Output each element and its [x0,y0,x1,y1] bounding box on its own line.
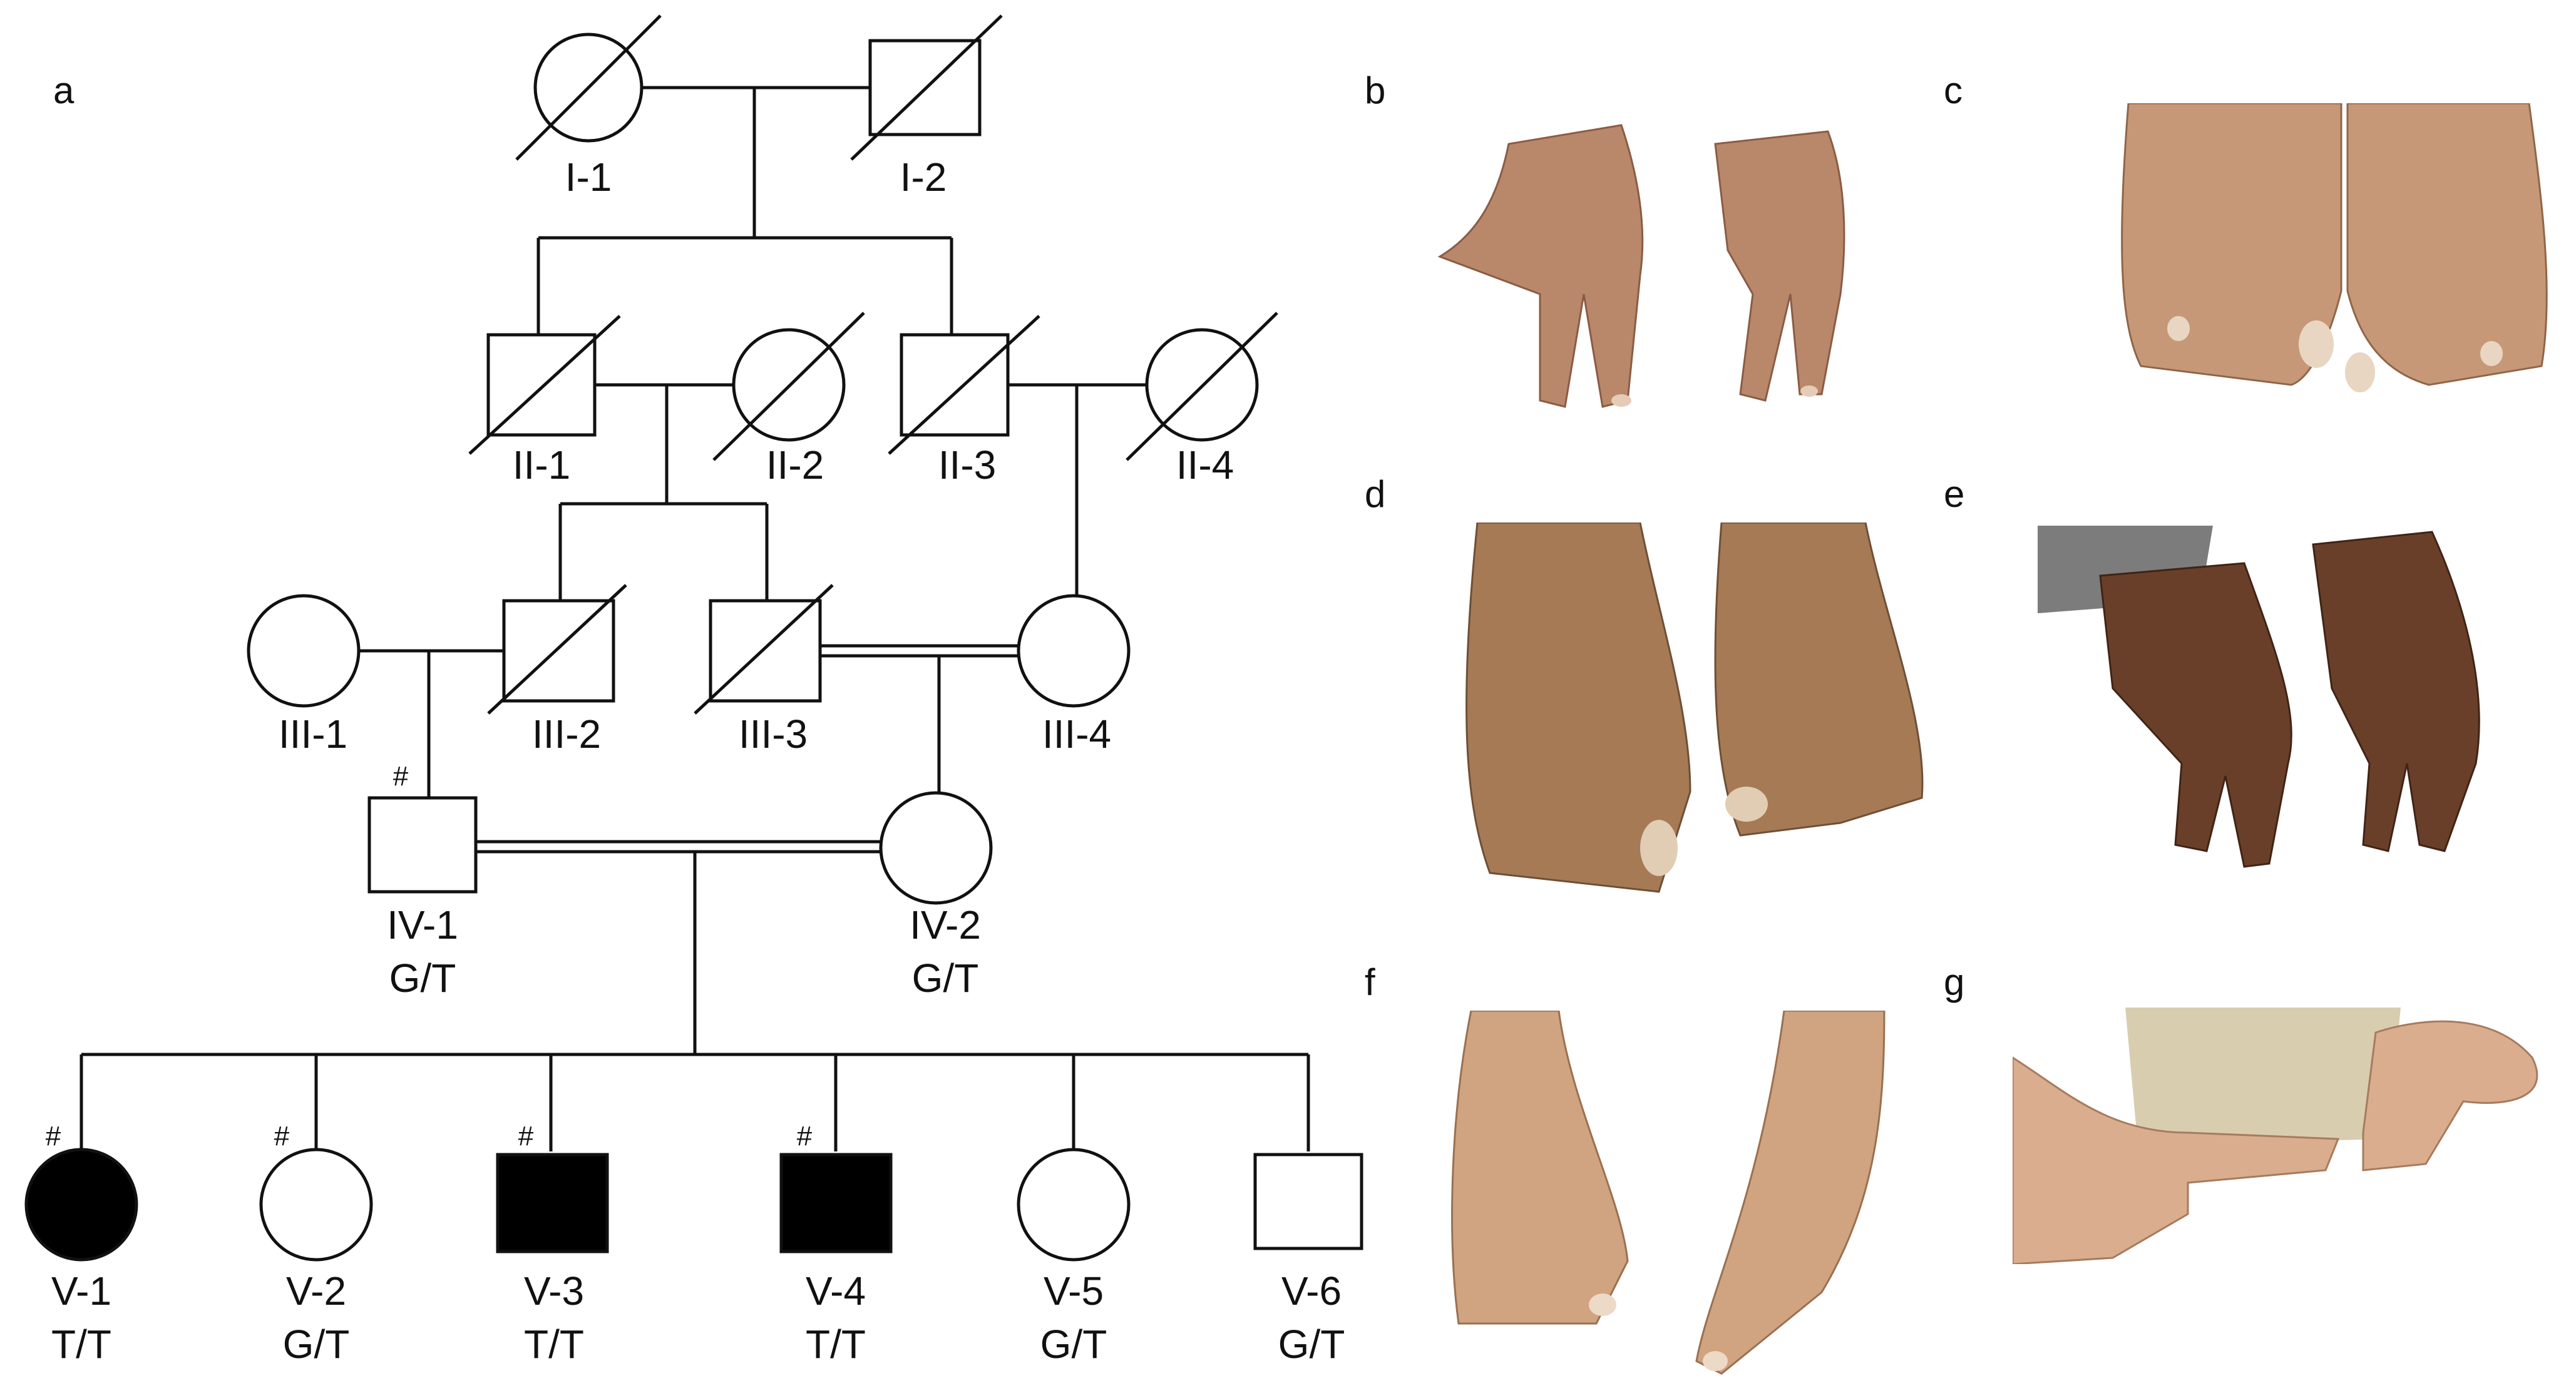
marker-V2: # [274,1121,290,1151]
symbol-female-III4 [1017,594,1131,708]
label-IV2: IV-2 [910,902,981,947]
label-II2: II-2 [766,442,824,487]
feet-illustration-f [1451,1011,1886,1375]
photo-g-hand [2013,1008,2573,1264]
deceased-slash-II1 [468,315,621,455]
genotype-V4: T/T [806,1322,866,1367]
symbol-male-III2 [502,599,615,703]
deceased-slash-II4 [1126,312,1278,461]
label-V1: V-1 [51,1268,111,1314]
label-V4: V-4 [806,1268,866,1314]
symbol-female-IV2 [879,791,993,905]
photo-f-feet [1434,1011,1903,1380]
deceased-slash-II2 [712,312,865,461]
hands-illustration-e [2038,526,2480,868]
symbol-affected-male-V3 [496,1153,609,1253]
deceased-slash-III2 [487,584,627,715]
symbol-male-II3 [900,333,1010,437]
genotype-V6: G/T [1278,1322,1345,1367]
deceased-slash-II3 [888,315,1040,455]
panel-letter-e: e [1944,473,1964,515]
pedigree-symbols [24,14,1363,1262]
label-III1: III-1 [279,712,347,757]
marker-V1: # [46,1121,61,1151]
genotype-V5: G/T [1040,1322,1107,1367]
symbol-male-IV1 [367,796,478,894]
genotype-V1: T/T [51,1322,111,1367]
label-V3: V-3 [524,1268,584,1314]
panel-letter-b: b [1365,69,1385,111]
panel-letter-c: c [1944,69,1963,111]
marker-V3: # [518,1121,534,1151]
panel-letter-a: a [53,69,74,111]
genotype-IV1: G/T [389,956,456,1001]
label-I2: I-2 [900,155,947,200]
symbol-male-III3 [709,599,822,703]
symbol-female-V5 [1017,1148,1131,1262]
deceased-slash-III3 [694,584,834,715]
photo-d-feet [1452,523,1941,898]
marker-V4: # [797,1121,813,1151]
sequenced-markers: # # # # # [46,761,813,1151]
panel-letter-g: g [1944,961,1964,1003]
deceased-slash-I2 [850,14,1003,161]
label-III4: III-4 [1042,712,1111,757]
genotype-V2: G/T [283,1322,350,1367]
label-I1: I-1 [565,155,612,200]
symbol-affected-female-V1 [24,1148,138,1262]
symbol-female-III1 [247,594,361,708]
panel-letter-d: d [1365,473,1385,515]
photo-e-hands [2038,526,2513,876]
symbol-female-V2 [259,1148,373,1262]
label-IV1: IV-1 [387,902,458,947]
label-II3: II-3 [938,442,996,487]
label-III2: III-2 [532,712,601,757]
hand-illustration-g [2013,1008,2538,1264]
genotype-IV2: G/T [912,956,979,1001]
label-V5: V-5 [1044,1268,1104,1314]
feet-illustration-d [1465,523,1924,893]
deceased-slash-I1 [515,14,662,161]
genotype-V3: T/T [524,1322,584,1367]
photo-c-feet [2103,103,2573,397]
symbol-male-V6 [1253,1153,1363,1250]
pedigree-lines [80,86,1310,1151]
individual-labels: I-1 I-2 II-1 II-2 II-3 II-4 III-1 III-2 … [51,155,1345,1367]
label-III3: III-3 [739,712,808,757]
label-V6: V-6 [1281,1268,1342,1314]
label-II1: II-1 [513,442,570,487]
feet-illustration-c [2121,103,2548,392]
label-II4: II-4 [1176,442,1234,487]
photo-b-hands [1415,106,1897,432]
panel-letter-f: f [1365,961,1375,1003]
marker-IV1: # [393,761,409,792]
hands-illustration-b [1437,124,1845,408]
symbol-affected-male-V4 [779,1153,893,1253]
label-V2: V-2 [286,1268,346,1314]
